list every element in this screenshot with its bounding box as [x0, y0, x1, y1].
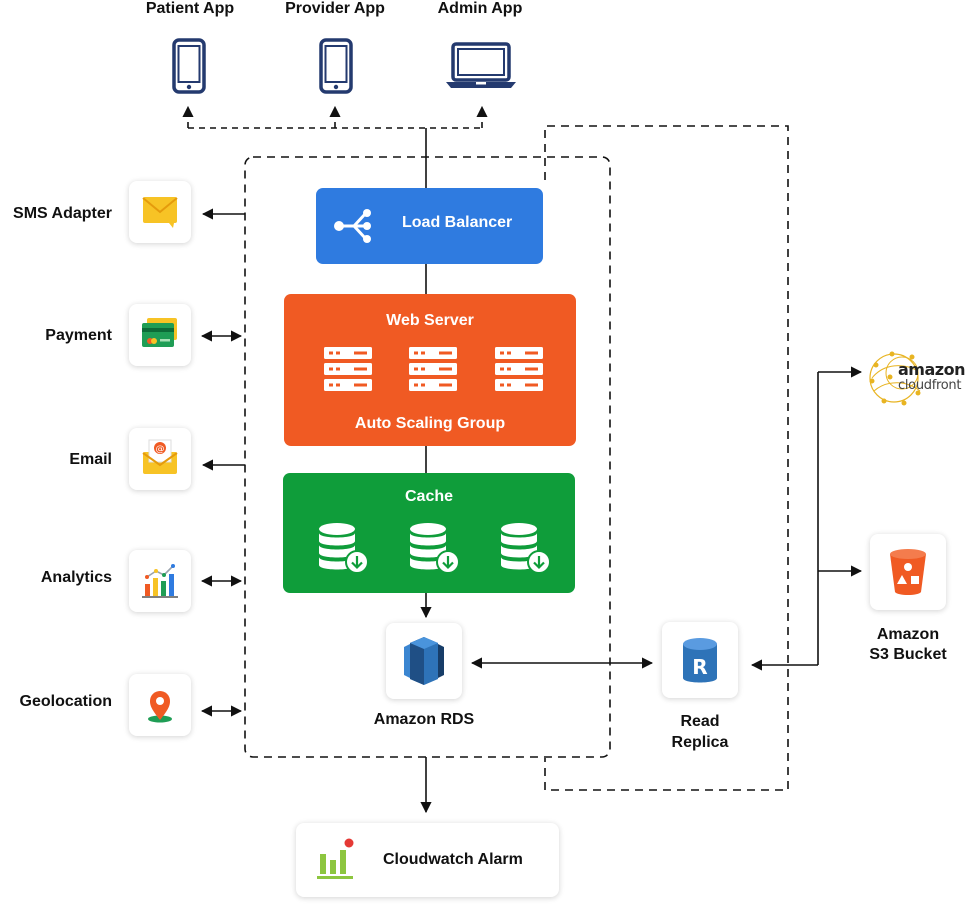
- server-icon: [409, 347, 457, 391]
- s3-bucket-icon: [890, 549, 926, 595]
- cache-box: Cache: [283, 473, 575, 593]
- cache-label: Cache: [404, 488, 454, 505]
- location-pin-icon: [148, 691, 172, 723]
- read-replica-card: R: [662, 622, 738, 698]
- email-card: @: [129, 428, 191, 490]
- database-download-icon: [501, 523, 551, 574]
- web-server-label: Web Server: [386, 312, 474, 329]
- replica-group-border: [544, 125, 789, 791]
- amazon-s3-label: Amazon S3 Bucket: [848, 625, 968, 665]
- server-icon: [495, 347, 543, 391]
- cloudwatch-alarm-label: Cloudwatch Alarm: [383, 851, 523, 868]
- database-download-icon: [319, 523, 369, 574]
- integration-label-email: Email: [69, 451, 112, 468]
- sms-icon: [142, 197, 178, 228]
- sms-adapter-card: [129, 181, 191, 243]
- read-replica-line2: Replica: [671, 734, 729, 751]
- email-icon: @: [142, 439, 178, 474]
- cloudfront-wordmark-line1: amazon: [898, 360, 965, 379]
- cloudfront-logo-icon: [869, 351, 921, 406]
- amazon-s3-line1: Amazon: [876, 626, 940, 643]
- load-balancer-icon: [334, 209, 371, 243]
- integration-label-geolocation: Geolocation: [19, 693, 112, 710]
- amazon-s3-line2: S3 Bucket: [869, 646, 947, 663]
- svg-text:@: @: [156, 445, 165, 455]
- amazon-s3-card: [870, 534, 946, 610]
- integration-label-analytics: Analytics: [40, 569, 112, 586]
- cloudwatch-alarm-card: Cloudwatch Alarm: [296, 823, 559, 897]
- rds-icon: [404, 637, 444, 685]
- server-icon: [324, 347, 372, 391]
- payment-card: [129, 304, 191, 366]
- read-replica-line1: Read: [680, 713, 720, 730]
- client-label-admin: Admin App: [437, 0, 523, 17]
- laptop-icon: [446, 42, 516, 88]
- phone-icon: [172, 38, 206, 94]
- amazon-rds-card: [386, 623, 462, 699]
- read-replica-label: Read Replica: [640, 711, 760, 753]
- integration-label-sms: SMS Adapter: [13, 205, 112, 222]
- cloudfront-wordmark-line2: cloudfront: [898, 378, 962, 393]
- svg-text:R: R: [692, 655, 707, 679]
- load-balancer-box: Load Balancer: [316, 188, 543, 264]
- client-label-provider: Provider App: [285, 0, 385, 17]
- payment-card-icon: [142, 318, 177, 347]
- read-replica-icon: R: [683, 638, 717, 683]
- cloudwatch-alarm-icon: [317, 838, 354, 879]
- phone-icon: [319, 38, 353, 94]
- auto-scaling-label: Auto Scaling Group: [354, 415, 506, 432]
- web-server-box: Web Server Auto Scaling Group: [284, 294, 576, 446]
- analytics-card: [129, 550, 191, 612]
- analytics-chart-icon: [142, 564, 178, 598]
- geolocation-card: [129, 674, 191, 736]
- integration-label-payment: Payment: [45, 327, 112, 344]
- load-balancer-label: Load Balancer: [402, 214, 513, 231]
- main-group-border: [244, 156, 611, 758]
- database-download-icon: [410, 523, 460, 574]
- amazon-rds-label: Amazon RDS: [373, 711, 475, 728]
- client-label-patient: Patient App: [145, 0, 235, 17]
